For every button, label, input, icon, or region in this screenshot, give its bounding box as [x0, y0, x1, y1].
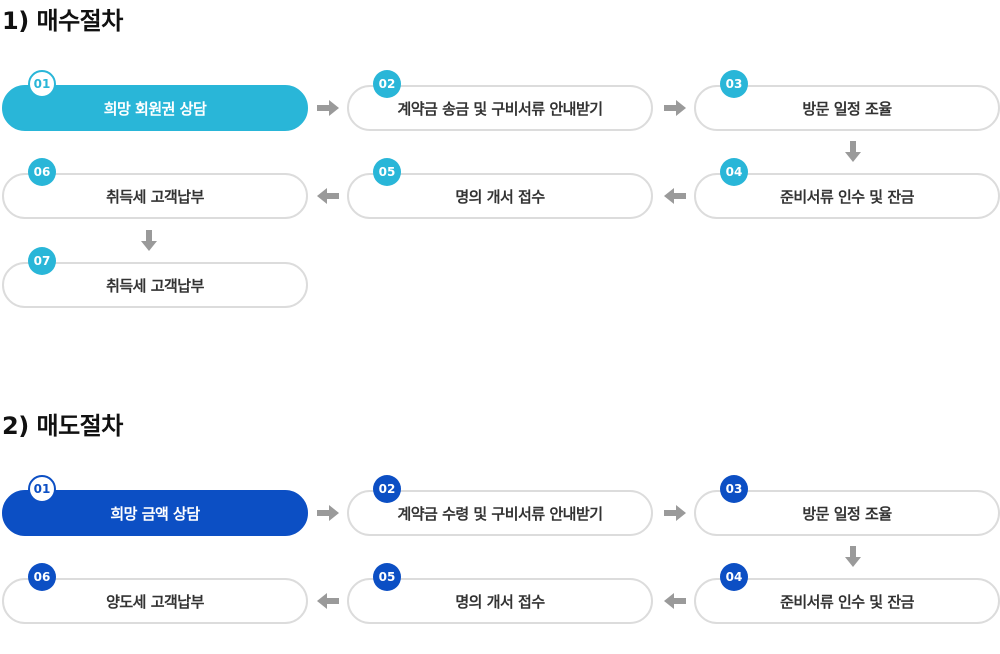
- step-label: 명의 개서 접수: [455, 592, 545, 611]
- arrow-right-icon: [317, 505, 339, 521]
- sell-step-5: 05 명의 개서 접수: [347, 563, 653, 624]
- arrow-right-icon: [664, 100, 686, 116]
- arrow-down-icon: [845, 141, 861, 162]
- arrow-left-icon: [664, 188, 686, 204]
- section-title-buy: 1) 매수절차: [2, 7, 123, 35]
- arrow-right-icon: [664, 505, 686, 521]
- step-label: 명의 개서 접수: [455, 187, 545, 206]
- sell-step-6: 06 양도세 고객납부: [2, 563, 308, 624]
- arrow-down-icon: [141, 230, 157, 251]
- step-number-badge: 06: [28, 158, 56, 186]
- step-number-badge: 07: [28, 247, 56, 275]
- sell-step-2: 02 계약금 수령 및 구비서류 안내받기: [347, 475, 653, 536]
- sell-step-4: 04 준비서류 인수 및 잔금: [694, 563, 1000, 624]
- step-label: 양도세 고객납부: [106, 592, 204, 611]
- buy-step-4: 04 준비서류 인수 및 잔금: [694, 158, 1000, 219]
- step-label: 방문 일정 조율: [802, 504, 892, 523]
- step-number-badge: 05: [373, 158, 401, 186]
- sell-step-3: 03 방문 일정 조율: [694, 475, 1000, 536]
- buy-step-6: 06 취득세 고객납부: [2, 158, 308, 219]
- buy-step-5: 05 명의 개서 접수: [347, 158, 653, 219]
- step-number-badge: 03: [720, 70, 748, 98]
- sell-step-1: 01 희망 금액 상담: [2, 475, 308, 536]
- step-label: 계약금 송금 및 구비서류 안내받기: [397, 99, 603, 118]
- step-number-badge: 02: [373, 70, 401, 98]
- step-number-badge: 02: [373, 475, 401, 503]
- buy-step-3: 03 방문 일정 조율: [694, 70, 1000, 131]
- step-label: 계약금 수령 및 구비서류 안내받기: [397, 504, 603, 523]
- step-label: 취득세 고객납부: [106, 276, 204, 295]
- arrow-down-icon: [845, 546, 861, 567]
- arrow-left-icon: [664, 593, 686, 609]
- step-number-badge: 05: [373, 563, 401, 591]
- buy-step-1: 01 희망 회원권 상담: [2, 70, 308, 131]
- buy-step-2: 02 계약금 송금 및 구비서류 안내받기: [347, 70, 653, 131]
- step-label: 준비서류 인수 및 잔금: [780, 187, 914, 206]
- arrow-left-icon: [317, 188, 339, 204]
- step-label: 준비서류 인수 및 잔금: [780, 592, 914, 611]
- section-title-sell: 2) 매도절차: [2, 412, 123, 440]
- step-label: 희망 회원권 상담: [103, 99, 207, 118]
- step-number-badge: 04: [720, 563, 748, 591]
- step-number-badge: 04: [720, 158, 748, 186]
- arrow-left-icon: [317, 593, 339, 609]
- step-label: 취득세 고객납부: [106, 187, 204, 206]
- step-label: 방문 일정 조율: [802, 99, 892, 118]
- step-label: 희망 금액 상담: [110, 504, 200, 523]
- step-number-badge: 01: [28, 475, 56, 503]
- step-number-badge: 03: [720, 475, 748, 503]
- buy-step-7: 07 취득세 고객납부: [2, 247, 308, 308]
- step-number-badge: 06: [28, 563, 56, 591]
- arrow-right-icon: [317, 100, 339, 116]
- step-number-badge: 01: [28, 70, 56, 98]
